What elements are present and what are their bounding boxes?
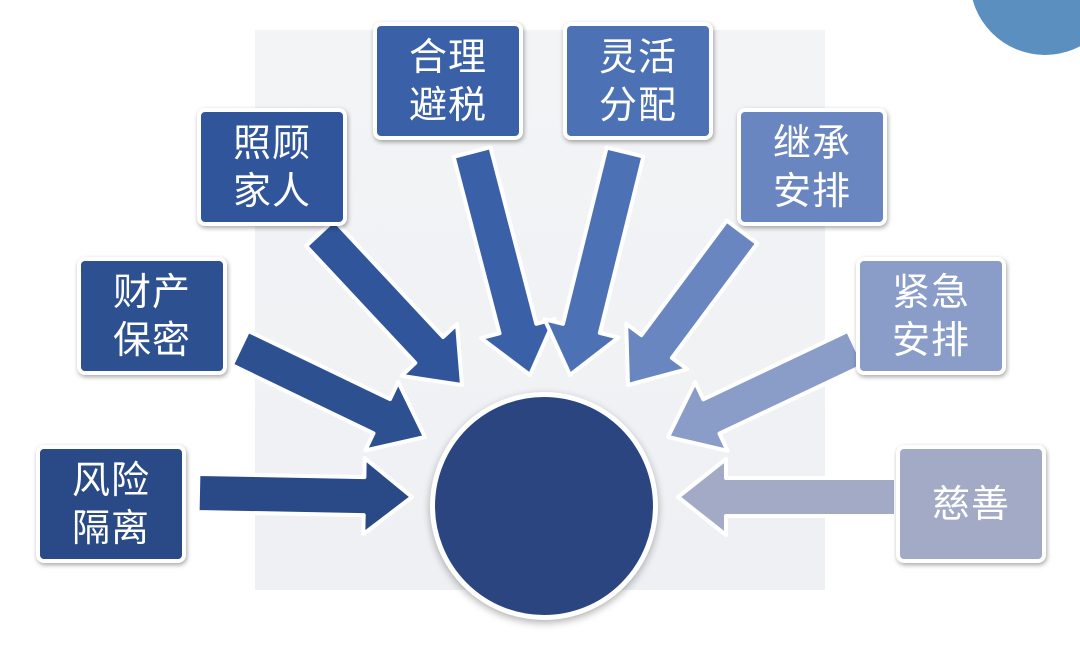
box-label: 照顾家人: [232, 121, 311, 213]
box-label: 慈善: [931, 482, 1010, 526]
box-label: 财产保密: [112, 270, 191, 362]
box-label: 紧急安排: [891, 270, 970, 362]
box-property-confidentiality: 财产保密: [77, 257, 227, 375]
box-label: 合理避税: [408, 35, 487, 127]
arrow-5: [624, 218, 760, 387]
box-risk-isolation: 风险隔离: [36, 445, 186, 563]
box-emergency-arrangement: 紧急安排: [856, 257, 1006, 375]
box-inheritance-arrangement: 继承安排: [737, 108, 887, 226]
arrow-3: [451, 145, 557, 377]
box-family-care: 照顾家人: [197, 108, 347, 226]
arrow-0: [195, 456, 414, 537]
box-label: 风险隔离: [71, 458, 150, 550]
box-flexible-distribution: 灵活分配: [563, 22, 713, 140]
arrow-6: [666, 328, 867, 453]
box-label: 继承安排: [772, 121, 851, 213]
box-tax-planning: 合理避税: [373, 22, 523, 140]
arrow-2: [304, 218, 464, 387]
arrow-1: [229, 328, 427, 453]
box-label: 灵活分配: [598, 35, 677, 127]
arrow-4: [542, 145, 646, 377]
center-circle: [430, 392, 658, 620]
arrow-7: [676, 457, 898, 537]
box-charity: 慈善: [896, 445, 1046, 563]
